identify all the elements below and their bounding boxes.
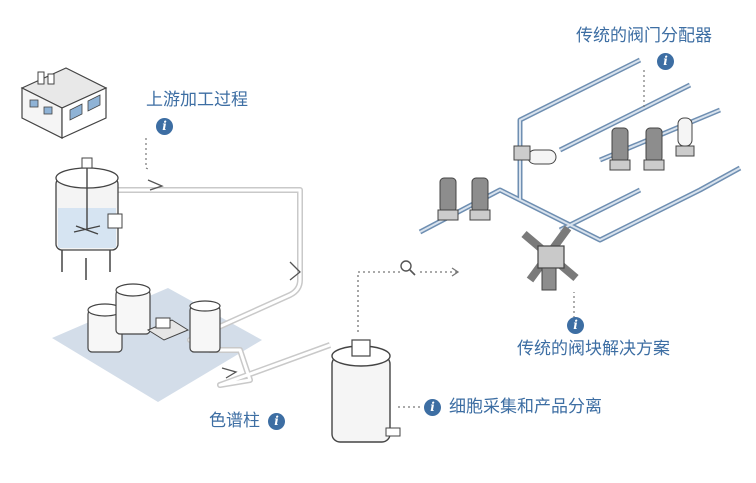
callout-label: 传统的阀块解决方案 [517, 339, 670, 359]
flow-arrow [147, 179, 164, 191]
info-icon[interactable]: i [268, 412, 285, 430]
callout-label: 传统的阀门分配器 [576, 26, 712, 46]
info-icon[interactable]: i [156, 118, 173, 135]
pump-skid [146, 317, 190, 341]
leader-line [145, 138, 151, 171]
callout-label: 上游加工过程 [146, 90, 248, 110]
flow-arrow [221, 367, 238, 379]
callout-label: 细胞采集和产品分离 [449, 397, 602, 417]
magnifier-icon [400, 260, 416, 276]
zoom-connector [357, 271, 458, 332]
chromatography-column [331, 339, 401, 443]
info-icon[interactable]: i [657, 53, 674, 70]
callout-cell-harvest[interactable]: i 细胞采集和产品分离 [424, 397, 602, 417]
valve-actuator [675, 117, 695, 157]
callout-label: 色谱柱 [209, 411, 260, 431]
bioreactor-tank [55, 157, 123, 280]
buffer-tank [189, 300, 221, 353]
info-icon[interactable]: i [424, 398, 441, 416]
callout-valve-block[interactable]: 传统的阀块解决方案 [517, 339, 670, 359]
media-tank [87, 303, 123, 353]
info-icon[interactable]: i [567, 317, 584, 334]
valve-actuator [643, 127, 665, 171]
valve-block [521, 225, 579, 291]
sample-valve [513, 145, 557, 165]
valve-actuator [437, 177, 459, 221]
flow-arrow [289, 261, 301, 281]
feed-tank [115, 283, 151, 335]
valve-manifold-piping [418, 57, 742, 243]
callout-chromatography-column[interactable]: 色谱柱 i [209, 411, 285, 431]
valve-actuator [469, 177, 491, 221]
callout-upstream-processing[interactable]: 上游加工过程 [146, 90, 248, 110]
factory-building-icon [20, 67, 108, 139]
valve-actuator [609, 127, 631, 171]
callout-valve-manifold[interactable]: 传统的阀门分配器 [576, 26, 712, 46]
